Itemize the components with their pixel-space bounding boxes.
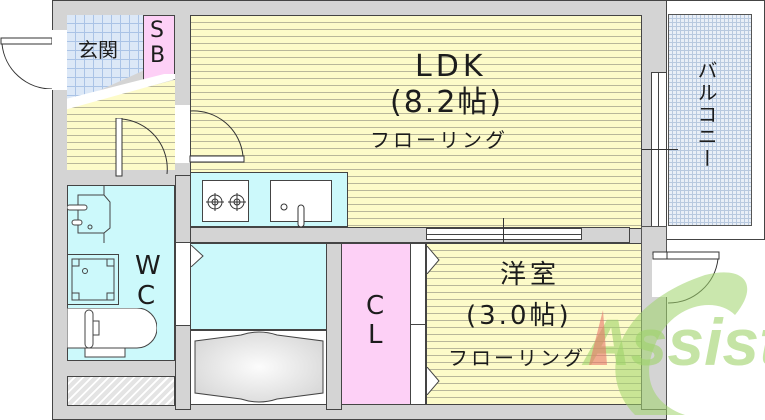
sliding-arrow-icon [190,244,204,268]
washing-pan-icon [71,258,115,301]
bath-closet-wall [326,243,342,410]
shoe-box [143,15,175,80]
western-room-size: (3.0帖) [466,301,572,331]
bathtub-icon [194,331,324,403]
shoe-box-label-b: B [150,43,166,68]
ldk-label: LDK [415,49,487,84]
bathroom-floor [190,243,327,330]
pipe-space [67,376,175,406]
bathtub[interactable] [190,330,327,405]
western-room-label: 洋室 [500,260,561,290]
balcony-door-swing-icon [652,251,720,304]
balcony-floor [668,14,752,226]
closet-door-marker-top [426,245,441,275]
washbasin-icon [66,185,111,243]
balcony-label: バルコニー [694,60,718,170]
ldk-door[interactable] [175,105,245,163]
closet [341,243,411,405]
ldk-flooring: フローリング [370,128,508,152]
bath-door-marker [190,244,205,268]
closet-door[interactable] [410,243,426,405]
entrance-door-swing-icon [0,37,53,90]
closet-label-l: L [368,320,383,350]
shoe-box-label-s: S [150,18,164,43]
sliding-door-marker [503,218,504,248]
kitchen-sink[interactable] [270,180,332,228]
ldk-door-swing-icon [175,105,245,163]
genkan-label: 玄関 [78,38,118,62]
closet-door-marker-bottom [426,366,441,396]
entrance-door-opening [52,30,67,90]
toilet-icon [66,307,158,358]
sink-faucet-icon [280,203,305,228]
balcony-door[interactable] [652,250,752,310]
stove-burner-icon [206,193,246,211]
sliding-arrow-icon [426,245,440,275]
sliding-door[interactable] [426,228,582,240]
window-marker [642,149,678,150]
entrance-door[interactable] [0,37,53,90]
wc-label-w: W [135,251,161,281]
closet-label-c: C [366,291,385,321]
toilet[interactable] [66,307,158,358]
hallway-door-swing-icon [115,117,168,177]
washing-machine-pan[interactable] [67,254,119,305]
ldk-size: (8.2帖) [390,85,504,120]
sliding-arrow-icon [426,366,440,396]
western-room-flooring: フローリング [448,346,586,370]
gas-stove[interactable] [202,180,249,222]
wc-door[interactable] [175,242,191,326]
wc-label-c: C [137,281,156,311]
washbasin[interactable] [66,185,112,247]
hallway-door[interactable] [115,117,170,178]
